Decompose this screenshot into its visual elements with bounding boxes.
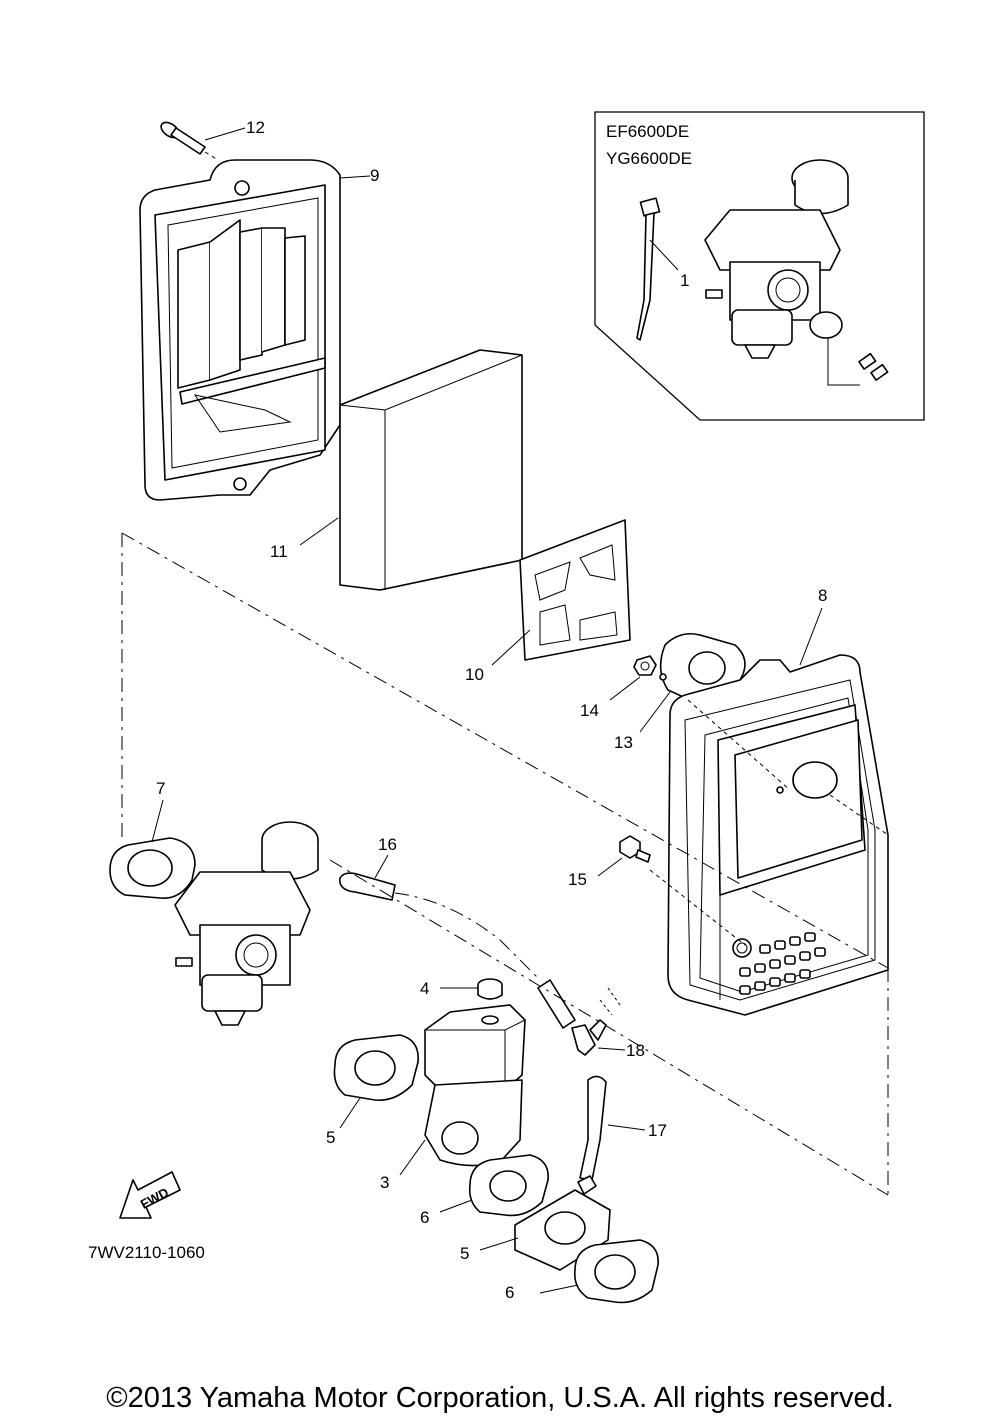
- leader-12: [204, 127, 246, 141]
- alignment-line-diagonal-lower: [329, 859, 889, 1196]
- leader-7: [151, 799, 164, 843]
- callout-13: 13: [614, 733, 633, 752]
- hose-route: [394, 892, 541, 981]
- cable-tie-part: [636, 197, 661, 341]
- alignment-dots-13: [687, 699, 791, 791]
- callout-15: 15: [568, 870, 587, 889]
- callout-2: 3: [380, 1173, 389, 1192]
- hose-part-16: [338, 854, 396, 901]
- callout-4: 5: [326, 1128, 335, 1147]
- leader-1: [649, 239, 679, 271]
- callout-12: 12: [246, 118, 265, 137]
- gasket-part-10: [491, 519, 631, 666]
- bolt-part-15: [597, 835, 651, 877]
- callout-10: 10: [465, 665, 484, 684]
- inset-model-1: EF6600DE: [606, 122, 689, 141]
- leader-6a: [439, 1199, 473, 1213]
- gasket-part-7: [109, 799, 196, 899]
- callout-14: 14: [580, 701, 599, 720]
- leader-8: [799, 607, 823, 666]
- nut-part-14: [609, 655, 657, 701]
- leader-9: [339, 175, 371, 179]
- leader-6b: [539, 1284, 579, 1294]
- screw-part-12: [160, 121, 246, 161]
- leader-15: [597, 857, 623, 877]
- air-cleaner-case-8: [667, 607, 889, 1016]
- callout-16: 16: [378, 835, 397, 854]
- leader-2: [399, 1139, 426, 1176]
- leader-5: [479, 1237, 519, 1251]
- hose-part-17: [579, 1075, 646, 1181]
- callout-5: 5: [460, 1244, 469, 1263]
- air-cleaner-case: [139, 159, 371, 501]
- joint-part-18: [571, 987, 626, 1056]
- callout-8: 8: [818, 586, 827, 605]
- leader-4: [339, 1097, 361, 1129]
- callout-9: 9: [370, 166, 379, 185]
- callout-17: 17: [648, 1121, 667, 1140]
- callout-6b: 6: [505, 1283, 514, 1302]
- grommet-part-3: [440, 978, 503, 1000]
- inset-carburetor: [704, 159, 889, 386]
- leader-17: [607, 1124, 646, 1131]
- callout-11: 11: [270, 542, 288, 561]
- gasket-part-4: [333, 1034, 419, 1129]
- fwd-arrow-icon: FWD: [119, 1171, 181, 1219]
- callout-3: 4: [420, 979, 429, 998]
- alignment-line-diagonal-upper: [121, 532, 889, 969]
- leader-11: [299, 517, 339, 546]
- callout-7: 7: [156, 779, 165, 798]
- leader-13: [639, 691, 671, 733]
- parts-diagram: EF6600DE YG6600DE 1: [88, 111, 925, 1304]
- leader-14: [609, 676, 641, 701]
- inset-box: EF6600DE YG6600DE 1: [594, 111, 925, 421]
- callout-1: 1: [680, 271, 689, 290]
- copyright-notice: ©2013 Yamaha Motor Corporation, U.S.A. A…: [106, 1382, 894, 1414]
- carburetor: [174, 821, 319, 1026]
- inset-model-2: YG6600DE: [606, 149, 692, 168]
- callout-6a: 6: [420, 1208, 429, 1227]
- hose-segment: [537, 979, 576, 1029]
- gasket-part-6-lower: [539, 1239, 659, 1304]
- alignment-dots-8: [829, 794, 889, 836]
- gasket-part-6-upper: [439, 1154, 549, 1217]
- leader-18: [597, 1047, 626, 1051]
- drawing-code: 7WV2110-1060: [88, 1243, 205, 1262]
- callout-18: 18: [626, 1041, 645, 1060]
- leader-10: [491, 629, 531, 666]
- leader-16: [374, 854, 389, 879]
- bracket-part-2: [399, 1004, 526, 1176]
